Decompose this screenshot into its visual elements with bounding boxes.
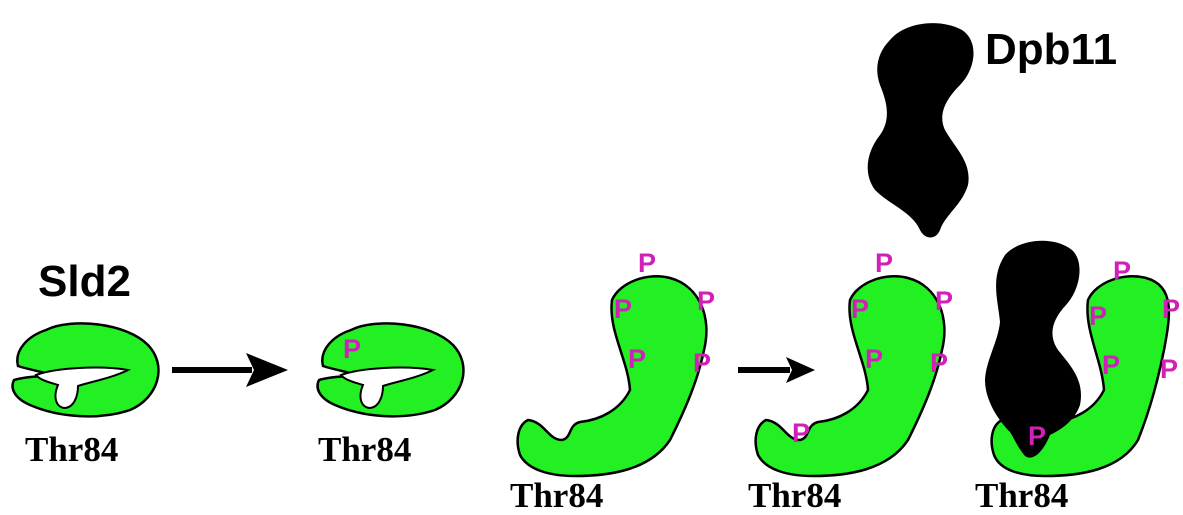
- phospho-mark: P: [865, 346, 883, 373]
- phospho-mark: P: [1113, 258, 1131, 285]
- sld2-closed-stage1: [13, 323, 159, 416]
- phospho-mark: P: [1162, 296, 1180, 323]
- arrow-1: [172, 353, 288, 387]
- phospho-mark: P: [697, 288, 715, 315]
- thr84-label-stage3: Thr84: [510, 478, 603, 513]
- phospho-mark: P: [851, 296, 869, 323]
- sld2-open-shape: [518, 276, 707, 476]
- phospho-mark: P: [693, 350, 711, 377]
- phospho-mark: P: [343, 336, 361, 363]
- phospho-mark: P: [935, 288, 953, 315]
- phospho-mark: P: [1102, 352, 1120, 379]
- sld2-open-stage3: [518, 276, 707, 476]
- phospho-mark: P: [792, 420, 810, 447]
- sld2-dpb11-complex-stage5: [985, 241, 1169, 476]
- phospho-mark: P: [614, 296, 632, 323]
- phospho-mark: P: [638, 250, 656, 277]
- thr84-label-stage1: Thr84: [25, 432, 118, 467]
- phospho-mark: P: [1160, 356, 1178, 383]
- phospho-mark: P: [1028, 423, 1046, 450]
- thr84-label-stage2: Thr84: [318, 432, 411, 467]
- phospho-mark: P: [875, 250, 893, 277]
- sld2-closed-stage2: [318, 323, 464, 416]
- dpb11-free: [868, 23, 974, 237]
- sld2-label: Sld2: [38, 260, 131, 304]
- thr84-label-stage4: Thr84: [748, 478, 841, 513]
- phospho-mark: P: [628, 346, 646, 373]
- arrow-2: [738, 357, 815, 383]
- dpb11-shape: [868, 23, 974, 237]
- phospho-mark: P: [930, 350, 948, 377]
- thr84-label-stage5: Thr84: [975, 478, 1068, 513]
- dpb11-label: Dpb11: [985, 28, 1117, 72]
- phospho-mark: P: [1089, 303, 1107, 330]
